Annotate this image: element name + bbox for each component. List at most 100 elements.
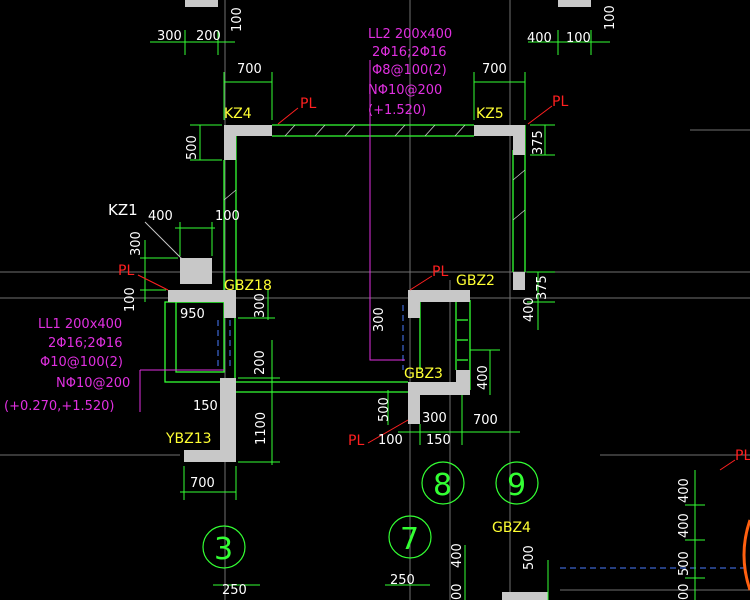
ll1-line-4: NΦ10@200: [56, 376, 130, 391]
hatch-4: [394, 124, 406, 137]
axis-bubble-8: [421, 461, 465, 505]
ll2-line-4: NΦ10@200: [368, 83, 442, 98]
walls: [164, 124, 526, 393]
dim-kz1-300: 300: [129, 231, 144, 256]
pl-label-right: PL: [735, 448, 750, 464]
column-kz4-shape: [224, 125, 272, 160]
dimension-texts: 300 200 400 100 700 700 400 100 950 150 …: [148, 29, 591, 598]
column-gbz4-stem: [502, 592, 514, 600]
dim-bottom-250b: 250: [390, 573, 415, 588]
dim-kz4-500: 500: [185, 135, 200, 160]
dim-gbz18-200: 200: [253, 350, 268, 375]
dim-gbz2-300: 300: [372, 307, 387, 332]
ll2-line-5: (+1.520): [368, 103, 426, 118]
hatch-8: [512, 209, 526, 221]
ll1-line-1: LL1 200x400: [38, 317, 122, 332]
dim-left-100: 100: [123, 287, 138, 312]
column-label-gbz4: GBZ4: [492, 520, 531, 536]
column-gbz18-shape: [168, 290, 236, 318]
rotated-dimension-texts: 100 100 500 375 300 100 300 200 1100 3 7 5…: [123, 5, 692, 600]
column-label-gbz2: GBZ2: [456, 273, 495, 289]
leader-pl-kz4: [277, 107, 299, 125]
dim-gbz4-00: 00: [450, 583, 465, 600]
ll2-line-1: LL2 200x400: [368, 27, 452, 42]
leader-ll2: [369, 60, 405, 361]
dim-top-100a: 100: [230, 7, 245, 32]
axis-label-7: 7: [400, 522, 419, 557]
column-label-gbz3: GBZ3: [404, 366, 443, 382]
column-label-kz5: KZ5: [476, 106, 504, 122]
column-gbz2-shape: [408, 272, 525, 318]
dim-ybz13-1100: 1100: [254, 412, 269, 445]
axis-label-9: 9: [507, 468, 526, 503]
ll2-line-3: Φ8@100(2): [372, 63, 447, 78]
axis-label-3: 3: [214, 532, 233, 567]
column-kz1-shape: [180, 258, 212, 284]
dim-gbz3-400: 400: [476, 365, 491, 390]
dim-gbz3-100: 100: [378, 433, 403, 448]
pl-label-gbz3: PL: [348, 433, 364, 449]
ll1-line-2: 2Φ16;2Φ16: [48, 336, 122, 351]
dim-gbz18-950: 950: [180, 307, 205, 322]
leader-pl-gbz2: [409, 275, 433, 291]
hatch-9: [223, 189, 237, 201]
dim-right-400b: 400: [677, 513, 692, 538]
leader-pl-right: [719, 459, 736, 471]
dim-gbz2-400: 400: [522, 297, 537, 322]
dim-kz5-700: 700: [482, 62, 507, 77]
dim-top-400: 400: [527, 31, 552, 46]
hatch-3: [344, 124, 356, 137]
pl-label-gbz18: PL: [118, 263, 134, 279]
leader-pl-kz5: [527, 105, 553, 125]
dim-bottom-250a: 250: [222, 583, 247, 598]
beam-ll1-annotation: LL1 200x400 2Φ16;2Φ16 Φ10@100(2) NΦ10@20…: [4, 317, 130, 414]
dim-kz5-375: 375: [531, 130, 546, 155]
hatch-2: [314, 124, 326, 137]
dim-gbz4-500: 500: [522, 545, 537, 570]
hatch-1: [284, 124, 296, 137]
ll1-line-5: (+0.270,+1.520): [4, 399, 115, 414]
orange-arc-mark: [742, 519, 750, 591]
dim-gbz3-150: 150: [426, 433, 451, 448]
dim-top-300: 300: [157, 29, 182, 44]
wall-hatch: [223, 124, 526, 221]
hatch-6: [454, 124, 466, 137]
column-label-gbz18: GBZ18: [224, 278, 272, 294]
dim-top-200: 200: [196, 29, 221, 44]
column-ybz13-shape: [184, 378, 236, 462]
dim-top-100b: 100: [566, 31, 591, 46]
dim-gbz3-300: 300: [422, 411, 447, 426]
dim-right-500: 500: [677, 551, 692, 576]
dim-top-100c: 100: [603, 5, 618, 30]
pl-label-gbz2: PL: [432, 264, 448, 280]
dimension-lines: [140, 30, 705, 600]
leader-pl-gbz3: [367, 419, 409, 444]
pl-label-kz5: PL: [552, 94, 568, 110]
column-label-ybz13: YBZ13: [165, 431, 212, 447]
leader-pl-gbz18: [137, 274, 169, 291]
columns: [168, 125, 548, 600]
column-gbz3-shape: [408, 370, 470, 424]
dim-gbz4-400: 400: [450, 543, 465, 568]
axis-label-8: 8: [433, 468, 452, 503]
axis-bubble-9: [495, 461, 539, 505]
dim-kz1-400: 400: [148, 209, 173, 224]
ll2-line-2: 2Φ16;2Φ16: [372, 45, 446, 60]
dim-kz1-100: 100: [215, 209, 240, 224]
beam-ll2-annotation: LL2 200x400 2Φ16;2Φ16 Φ8@100(2) NΦ10@200…: [368, 27, 452, 118]
dashed-lines: [217, 305, 750, 569]
axis-bubble-7: [388, 515, 432, 559]
axis-bubble-3: [202, 525, 246, 569]
dim-right-400a: 400: [677, 478, 692, 503]
ll1-line-3: Φ10@100(2): [40, 355, 123, 370]
dim-kz4-700: 700: [237, 62, 262, 77]
leader-kz1: [144, 221, 186, 263]
hatch-5: [424, 124, 436, 137]
dim-right-00: 00: [677, 583, 692, 600]
column-kz5-shape: [474, 125, 525, 155]
axis-bubbles: [202, 461, 539, 569]
top-column-right: [558, 0, 591, 7]
dim-gbz18-150: 150: [193, 399, 218, 414]
